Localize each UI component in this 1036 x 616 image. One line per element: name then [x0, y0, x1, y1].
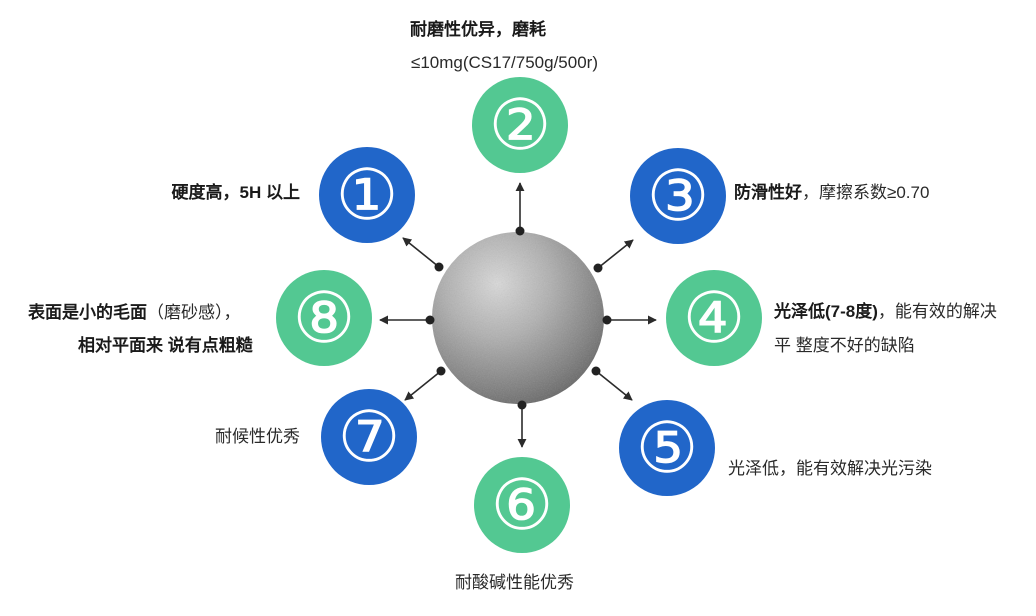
center-sphere — [432, 232, 604, 404]
node-1-label: 硬度高，5H 以上 — [171, 183, 300, 202]
node-6-label: 耐酸碱性能优秀 — [455, 573, 574, 592]
node-5-number: ⑤ — [636, 407, 699, 489]
node-5: ⑤ — [619, 400, 715, 496]
connector-7-arrow — [404, 370, 442, 401]
node-3-label-normal: ，摩擦系数≥0.70 — [802, 183, 930, 202]
node-6: ⑥ — [474, 457, 570, 553]
node-2-label-line-1: 耐磨性优异，磨耗 — [410, 20, 546, 39]
connector-1 — [402, 237, 444, 272]
connector-1-dot — [434, 262, 444, 272]
node-8-label-line-2: 相对平面来 说有点粗糙 — [78, 336, 253, 355]
connector-4-dot — [602, 315, 612, 325]
node-2-circle — [472, 77, 568, 173]
node-7: ⑦ — [321, 389, 417, 485]
node-4: ④ — [666, 270, 762, 366]
node-4-label-line-1: 光泽低(7-8度)，能有效的解决 — [774, 302, 997, 322]
node-3-label-bold: 防滑性好 — [734, 183, 802, 202]
node-6-circle — [474, 457, 570, 553]
connector-4 — [602, 315, 657, 325]
node-8-number: ⑧ — [293, 277, 356, 359]
connector-5-arrow — [595, 370, 633, 401]
connector-5 — [591, 366, 633, 401]
node-3-number: ③ — [647, 155, 710, 237]
node-2: ② — [472, 77, 568, 173]
connector-3 — [593, 239, 634, 273]
node-2-label-line-2: ≤10mg(CS17/750g/500r) — [411, 53, 598, 72]
node-7-number: ⑦ — [338, 396, 401, 478]
connector-2-dot — [515, 226, 525, 236]
connector-7 — [404, 366, 446, 401]
connector-3-arrow — [597, 239, 634, 269]
connector-7-dot — [436, 366, 446, 376]
connector-1-arrow — [402, 237, 440, 268]
node-5-label: 光泽低，能有效解决光污染 — [728, 459, 932, 478]
connector-2 — [515, 182, 525, 236]
node-3: ③ — [630, 148, 726, 244]
connector-8-dot — [425, 315, 435, 325]
node-8-label-normal: （磨砂感）， — [147, 303, 241, 322]
node-8-label-line-1: 表面是小的毛面（磨砂感）， — [28, 303, 241, 323]
node-1-circle — [319, 147, 415, 243]
node-8-label-bold: 表面是小的毛面 — [28, 303, 147, 322]
node-7-label: 耐候性优秀 — [215, 427, 300, 446]
node-6-number: ⑥ — [491, 464, 554, 546]
node-5-circle — [619, 400, 715, 496]
node-2-number: ② — [489, 84, 552, 166]
node-4-label-bold: 光泽低(7-8度) — [774, 302, 878, 321]
sphere-texture — [432, 232, 604, 404]
node-4-circle — [666, 270, 762, 366]
node-7-circle — [321, 389, 417, 485]
connector-6-dot — [517, 400, 527, 410]
connector-3-dot — [593, 263, 603, 273]
node-1-number: ① — [336, 154, 399, 236]
node-4-label-line-2: 平 整度不好的缺陷 — [774, 336, 915, 355]
node-8: ⑧ — [276, 270, 372, 366]
node-3-circle — [630, 148, 726, 244]
node-4-number: ④ — [683, 277, 746, 359]
node-3-label: 防滑性好，摩擦系数≥0.70 — [734, 183, 929, 203]
connector-8 — [379, 315, 435, 325]
node-8-circle — [276, 270, 372, 366]
connector-5-dot — [591, 366, 601, 376]
connector-6 — [517, 400, 527, 448]
node-1: ① — [319, 147, 415, 243]
node-4-label-normal: ，能有效的解决 — [877, 302, 997, 321]
